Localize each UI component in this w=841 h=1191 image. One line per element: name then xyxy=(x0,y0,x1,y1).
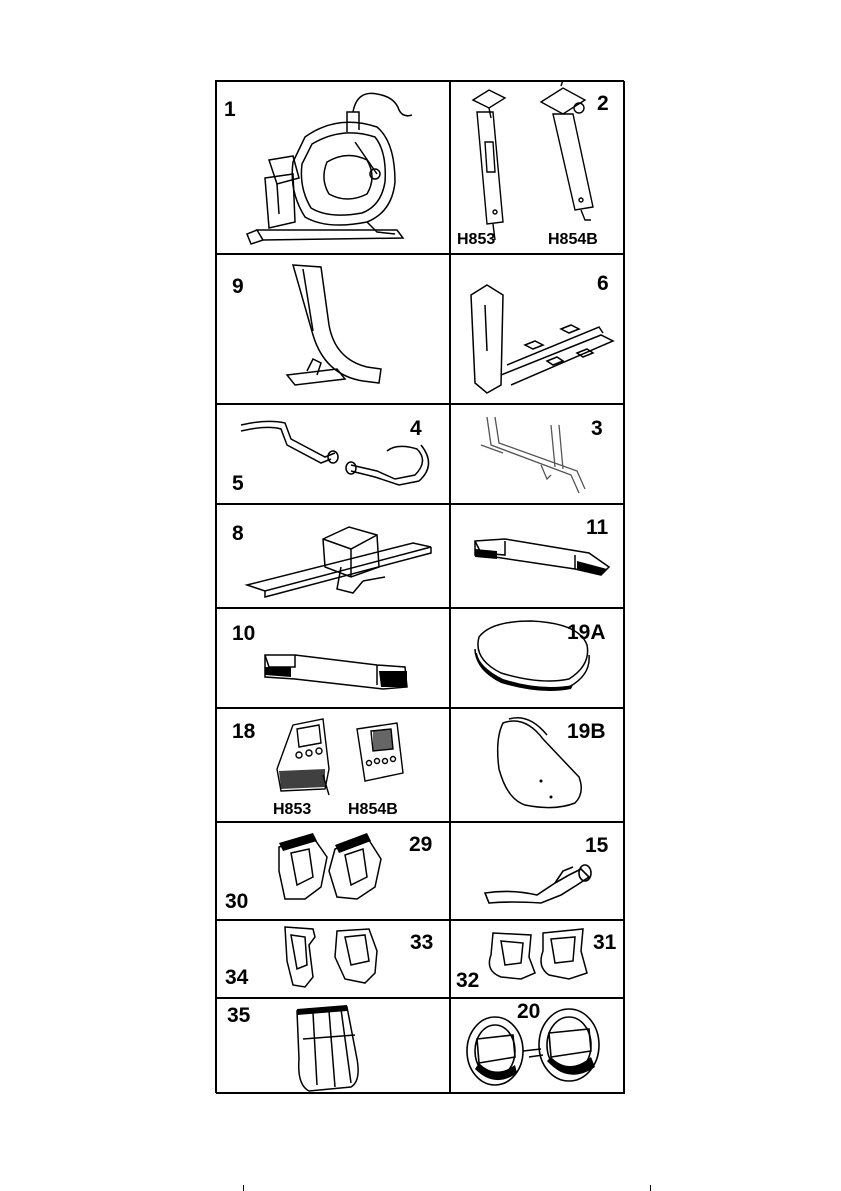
flywheel-cover-drawing xyxy=(451,609,625,708)
crank-arm-drawing xyxy=(451,823,625,920)
frame-flywheel-drawing xyxy=(217,82,450,254)
page-edge-mark xyxy=(243,1185,244,1191)
part-cell-11: 11 xyxy=(450,504,625,608)
part-cell-19a: 19A xyxy=(450,608,625,708)
part-cell-4-5: 4 5 xyxy=(216,404,450,504)
part-cell-8: 8 xyxy=(216,504,450,608)
cover-panel-drawing xyxy=(217,999,450,1094)
part-cell-20: 20 xyxy=(450,998,625,1094)
part-cell-29-30: 29 30 xyxy=(216,822,450,920)
rear-frame-drawing xyxy=(451,255,625,404)
part-cell-6: 6 xyxy=(450,254,625,404)
part-cell-2: 2 H853 H854B xyxy=(450,81,625,254)
parts-list-grid: 1 2 H853 H854B xyxy=(215,80,624,1093)
front-post-drawing xyxy=(217,255,450,404)
seat-post-drawing xyxy=(451,82,625,254)
part-cell-1: 1 xyxy=(216,81,450,254)
pedals-drawing xyxy=(451,999,625,1094)
side-caps-drawing xyxy=(217,921,450,998)
part-cell-9: 9 xyxy=(216,254,450,404)
part-cell-33-34: 33 34 xyxy=(216,920,450,998)
side-cover-drawing xyxy=(451,709,625,822)
part-cell-18: 18 H853 H854B xyxy=(216,708,450,822)
part-cell-3: 3 xyxy=(450,404,625,504)
console-drawing xyxy=(217,709,450,822)
part-cell-35: 35 xyxy=(216,998,450,1094)
part-cell-19b: 19B xyxy=(450,708,625,822)
front-stabilizer-drawing xyxy=(217,609,450,708)
part-cell-31-32: 31 32 xyxy=(450,920,625,998)
handlebars-drawing xyxy=(217,405,450,504)
main-frame-drawing xyxy=(217,505,450,608)
handlebar-frame-drawing xyxy=(451,405,625,504)
part-cell-10: 10 xyxy=(216,608,450,708)
page-edge-mark xyxy=(650,1185,651,1191)
rear-stabilizer-drawing xyxy=(451,505,625,608)
rear-caps-drawing xyxy=(451,921,625,998)
end-caps-drawing xyxy=(217,823,450,920)
part-cell-15: 15 xyxy=(450,822,625,920)
